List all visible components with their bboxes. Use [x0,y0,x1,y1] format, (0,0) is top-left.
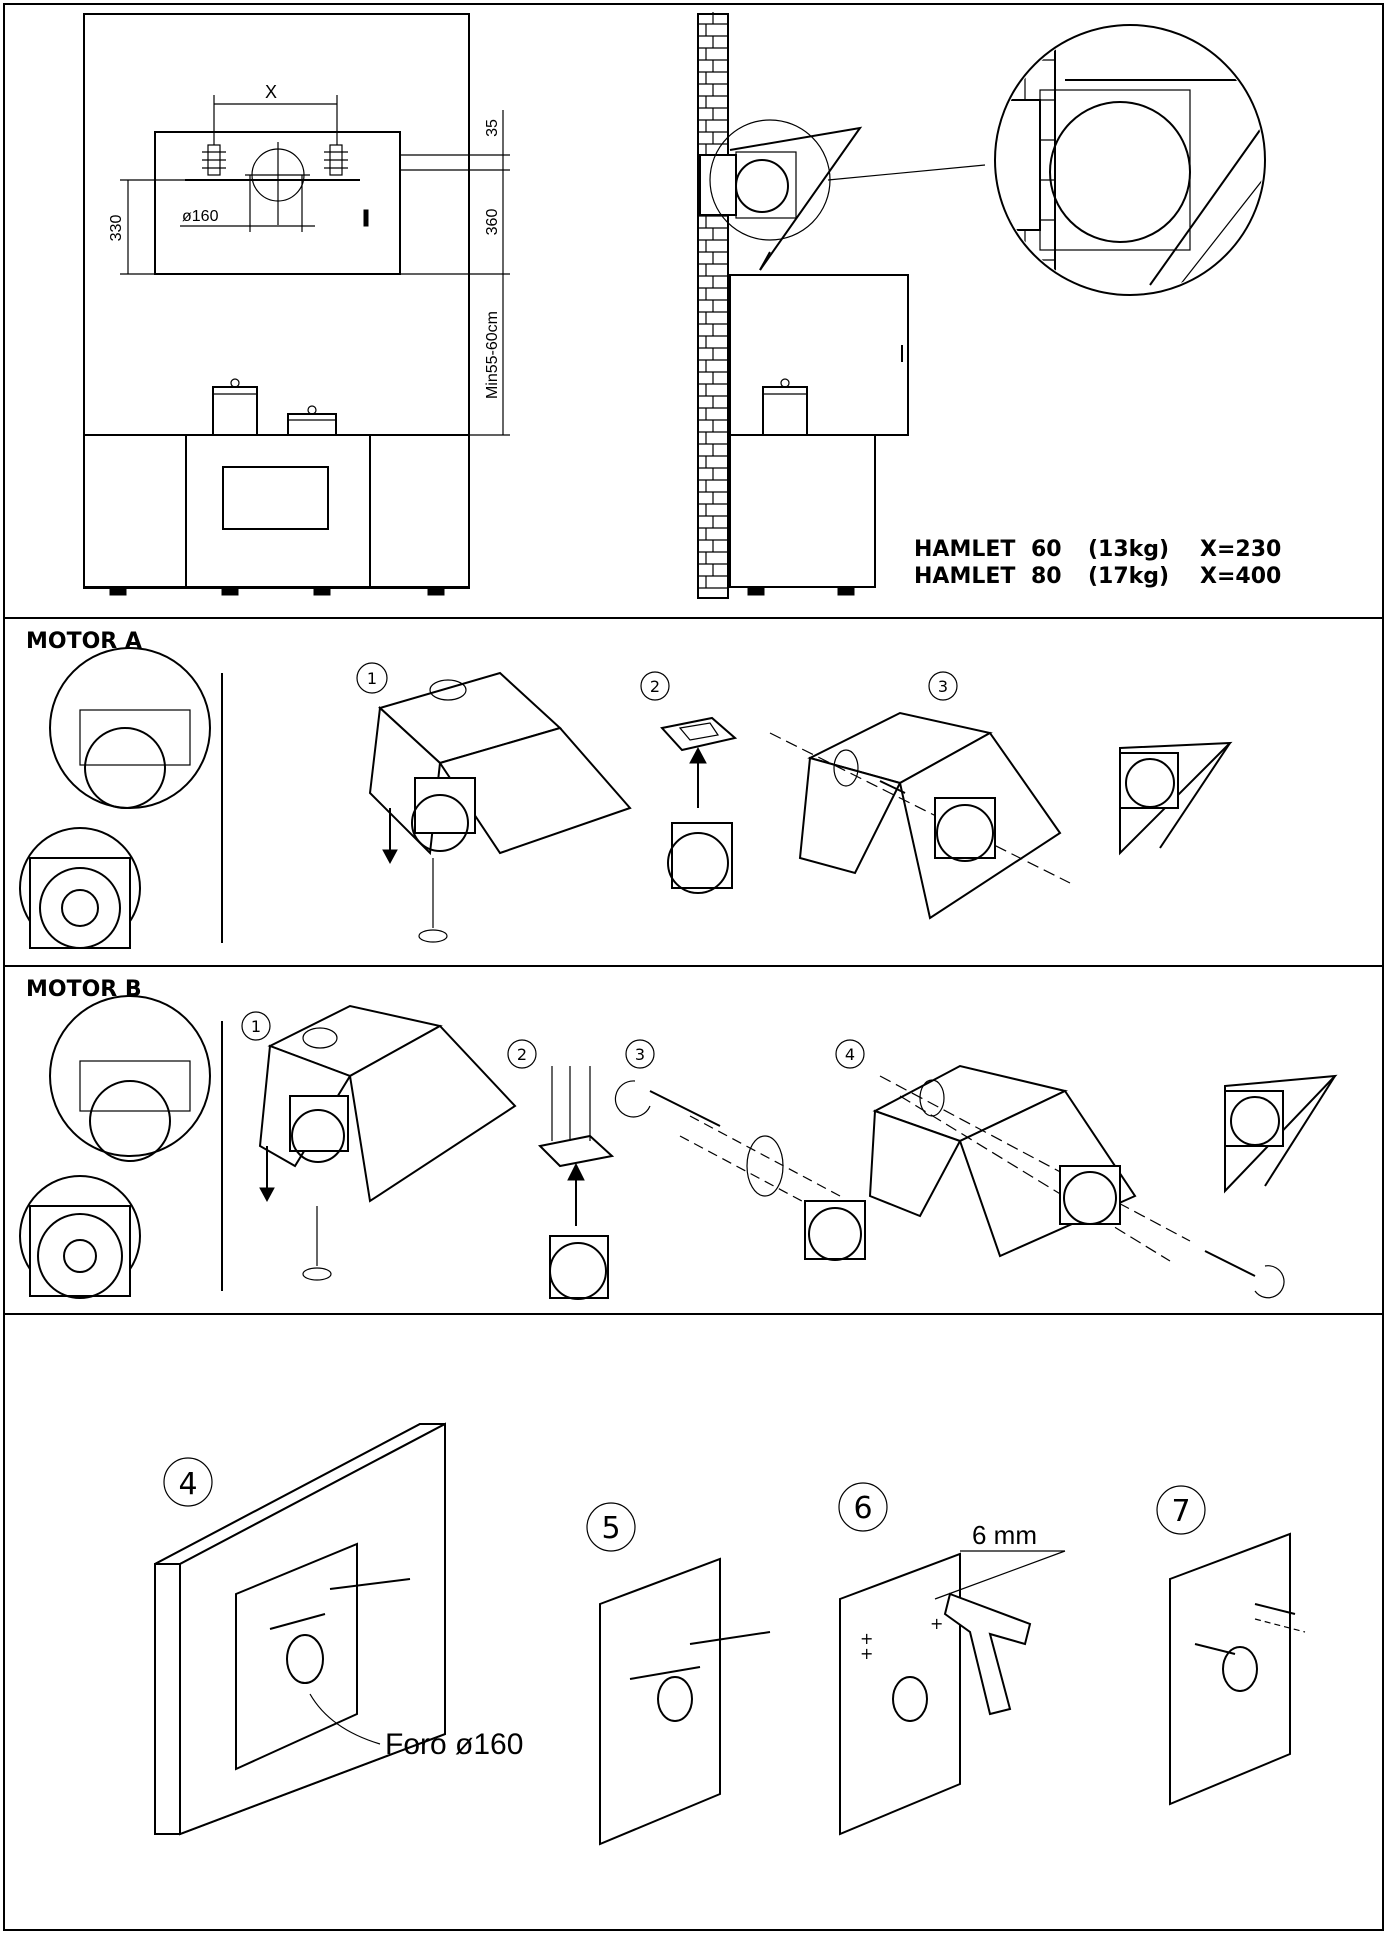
model-1-x: X=230 [1200,537,1281,562]
motor-b-step-3-label: 3 [635,1045,645,1064]
motor-b-title: MOTOR B [26,977,142,1002]
install-step-5-label: 5 [601,1511,620,1546]
svg-text:+: + [930,1614,943,1633]
motor-detail-magnifier [994,24,1266,296]
install-step-4-wall [154,1422,446,1836]
side-section-drawing [697,12,986,599]
motor-a-step-3 [769,671,1071,920]
motor-b-step-3 [614,1039,866,1261]
motor-b-step-2 [507,1039,615,1300]
model-2-x: X=400 [1200,564,1281,589]
install-panel: 4 Foro ø160 5 + + + 6 6 mm 7 [0,1314,1387,1934]
motor-b-step-1 [241,1004,517,1281]
install-step-4-label: 4 [178,1467,197,1502]
motor-b-step-4 [835,1039,1285,1299]
motor-b-step-1-label: 1 [251,1017,261,1036]
drill-size-label: 6 mm [972,1520,1037,1550]
top-panel: X ø160 330 35 360 Min55-60cm [0,0,1387,622]
install-step-7-label: 7 [1171,1494,1190,1529]
model-1-name: HAMLET [914,537,1015,562]
model-1-size: 60 [1031,537,1062,562]
front-elevation-drawing [83,13,510,596]
motor-a-step-1 [356,662,632,943]
motor-a-step-2 [640,671,738,894]
dim-360-label: 360 [484,209,501,236]
model-1-weight: (13kg) [1088,537,1169,562]
dim-diameter-label: ø160 [182,208,219,225]
motor-a-step-1-label: 1 [367,669,377,688]
model-2-name: HAMLET [914,564,1015,589]
model-2-weight: (17kg) [1088,564,1169,589]
motor-b-thumbnails [19,995,211,1299]
motor-a-title: MOTOR A [26,629,142,654]
install-step-6-label: 6 [853,1491,872,1526]
motor-b-result [1224,1074,1338,1194]
hole-label: Foro ø160 [385,1728,523,1761]
motor-a-result [1119,741,1233,856]
motor-a-panel: MOTOR A 1 2 [0,618,1387,970]
model-table: HAMLET 60 (13kg) X=230 HAMLET 80 (17kg) … [914,537,1281,589]
motor-b-step-4-label: 4 [845,1045,855,1064]
dim-35-label: 35 [484,119,501,137]
install-step-7 [1156,1485,1306,1806]
motor-b-step-2-label: 2 [517,1045,527,1064]
dim-x-label: X [265,82,277,102]
motor-b-panel: MOTOR B 1 2 [0,966,1387,1318]
dim-min-label: Min55-60cm [484,311,501,399]
install-step-5 [586,1502,771,1846]
motor-a-step-3-label: 3 [938,677,948,696]
model-2-size: 80 [1031,564,1062,589]
svg-text:+: + [860,1644,873,1663]
motor-a-thumbnails [19,647,211,949]
install-step-6: + + + [838,1482,1066,1836]
motor-a-step-2-label: 2 [650,677,660,696]
svg-text:+: + [860,1629,873,1648]
dim-330-label: 330 [108,215,125,242]
